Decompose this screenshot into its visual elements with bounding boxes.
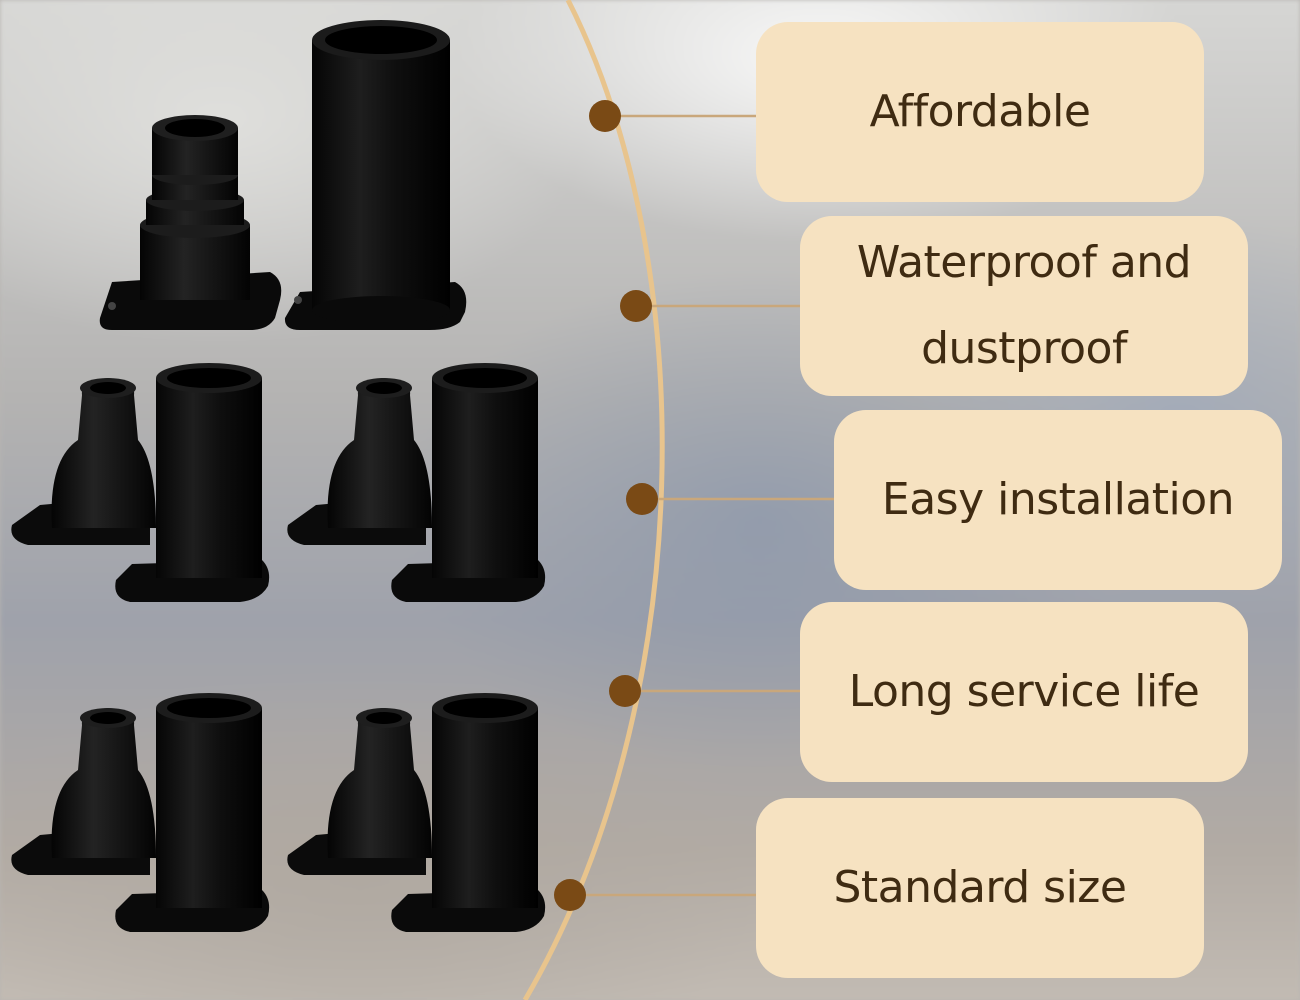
- large-gland-pair: [99, 20, 467, 330]
- gland-pair-2: [287, 363, 546, 602]
- connector-dot-4: [609, 675, 641, 707]
- feature-label: Waterproof and dustproof: [856, 237, 1192, 374]
- gland-pair-1: [11, 363, 270, 602]
- feature-standard-size: Standard size: [756, 798, 1204, 978]
- feature-affordable: Affordable: [756, 22, 1204, 202]
- feature-long-service-life: Long service life: [800, 602, 1248, 782]
- product-images: [11, 20, 546, 932]
- feature-waterproof-dustproof: Waterproof and dustproof: [800, 216, 1248, 396]
- feature-label: Easy installation: [881, 474, 1235, 526]
- feature-label: Long service life: [848, 666, 1200, 718]
- connector-dot-3: [626, 483, 658, 515]
- gland-pair-4: [287, 693, 546, 932]
- feature-label: Standard size: [833, 862, 1127, 914]
- feature-easy-installation: Easy installation: [834, 410, 1282, 590]
- gland-pair-3: [11, 693, 270, 932]
- connector-dot-2: [620, 290, 652, 322]
- large-stepped-gland: [99, 115, 282, 330]
- connector-dot-5: [554, 879, 586, 911]
- feature-label: Affordable: [869, 86, 1091, 138]
- connector-dot-1: [589, 100, 621, 132]
- large-tube-sleeve: [284, 20, 467, 330]
